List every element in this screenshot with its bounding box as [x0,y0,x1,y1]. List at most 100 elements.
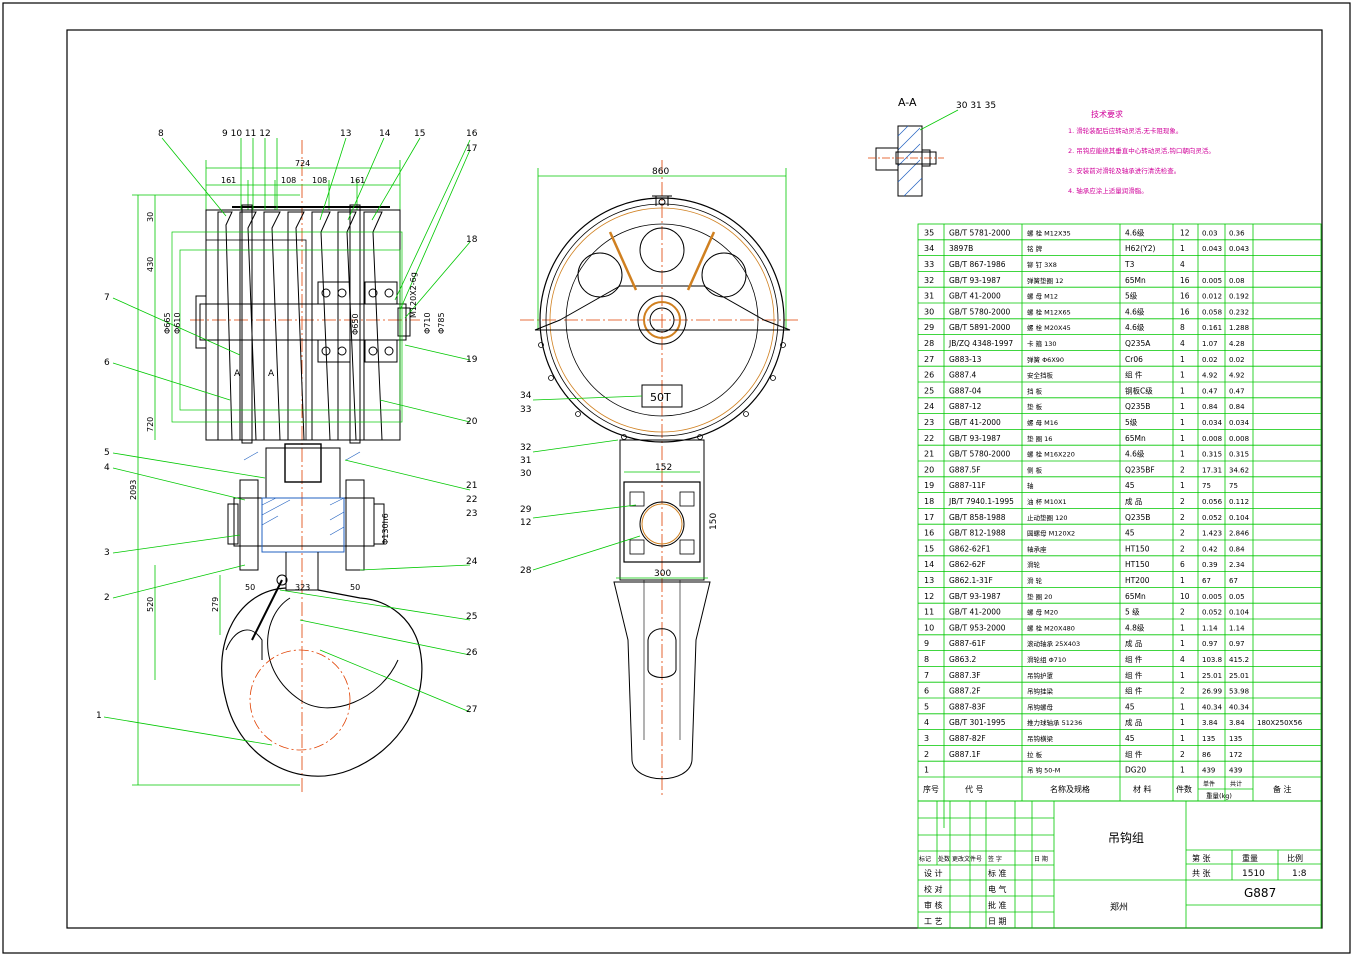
table-cell: 垫 圈 16 [1027,434,1052,443]
table-cell: 2.34 [1229,561,1245,569]
callout-5: 5 [104,448,110,458]
callout-18: 18 [466,235,478,245]
table-cell: 2 [1180,608,1185,617]
callout-26: 26 [466,648,478,658]
table-cell: 螺 栓 M20X45 [1027,323,1071,332]
table-cell: 挡 板 [1027,386,1043,395]
header-code: 代 号 [965,784,984,794]
table-cell: 4.6级 [1125,322,1145,332]
table-cell: T3 [1124,260,1135,269]
header-name: 名称及规格 [1050,784,1090,794]
table-cell: 0.47 [1229,387,1245,395]
table-cell: 1 [1180,766,1185,775]
dim-152: 152 [655,463,672,473]
callout-28: 28 [520,566,532,576]
total-label: 共 张 [1192,869,1211,878]
side-view [132,140,423,795]
table-cell: G862.1-31F [949,576,993,585]
scale-label: 比例 [1287,853,1303,863]
table-cell: 65Mn [1125,434,1146,443]
callout-27: 27 [466,705,477,715]
callout-9-12: 9 10 11 12 [222,129,271,139]
table-cell: 组 件 [1125,686,1143,696]
table-cell: GB/T 953-2000 [949,623,1006,632]
table-cell: 组 件 [1125,670,1143,680]
section-mark-a2: A [268,369,275,379]
table-cell: G887.1F [949,750,981,759]
table-cell: 8 [924,655,929,664]
table-cell: 15 [924,544,934,553]
table-cell: 1 [1180,576,1185,585]
table-cell: 4.28 [1229,340,1245,348]
sign-h-1: 处数 [938,855,950,863]
callout-25: 25 [466,612,477,622]
table-cell: HT150 [1125,544,1150,553]
table-cell: 67 [1202,577,1211,585]
table-cell: GB/T 93-1987 [949,276,1001,285]
dim-m120: M120X2-6g [409,272,418,318]
dim-860: 860 [652,167,669,177]
table-cell: 铆 钉 3X8 [1027,260,1057,269]
table-cell: GB/T 858-1988 [949,513,1006,522]
table-cell: G887-61F [949,639,986,648]
header-seq: 序号 [923,784,939,794]
table-cell: 0.315 [1202,451,1222,459]
section-aa-label: A-A [898,96,917,109]
table-cell: 3.84 [1229,719,1245,727]
header-qty: 件数 [1176,784,1192,794]
table-cell: 组 件 [1125,370,1143,380]
table-cell: 135 [1202,735,1215,743]
table-cell: 2 [1180,497,1185,506]
table-cell: 45 [1125,481,1135,490]
table-cell: HT200 [1125,576,1150,585]
table-cell: 67 [1229,577,1238,585]
title-block: 吊钩组 郑州 第 张 重量 比例 共 张 1510 1:8 G887 标记 处数… [919,831,1307,926]
table-cell: 弹簧 Φ6X90 [1027,355,1064,364]
callout-7: 7 [104,293,110,303]
table-cell: 螺 栓 M16X220 [1027,450,1075,459]
table-cell: 0.05 [1229,593,1245,601]
table-cell: GB/T 812-1988 [949,529,1006,538]
table-cell: 22 [924,434,934,443]
table-cell: GB/T 867-1986 [949,260,1006,269]
table-cell: 2 [1180,750,1185,759]
table-cell: GB/T 41-2000 [949,608,1001,617]
dim-phi710: Φ710 [423,312,432,334]
table-cell: Cr06 [1125,355,1143,364]
table-cell: 2 [1180,544,1185,553]
sign-r3-role: 工 艺 [924,917,943,926]
table-cell: 0.84 [1229,545,1245,553]
callout-23: 23 [466,509,477,519]
callout-34: 34 [520,391,532,401]
table-cell: 滑轮组 Φ710 [1027,655,1066,664]
dim-520: 520 [146,597,155,612]
header-total-w: 共计 [1230,780,1242,788]
sign-r3-role2: 日 期 [988,917,1007,926]
dim-2093: 2093 [129,480,138,500]
table-cell: 2.846 [1229,530,1250,538]
table-cell: 17 [924,513,934,522]
table-cell: 成 品 [1125,496,1142,506]
sign-h-2: 更改文件号 [952,855,982,863]
table-cell: G862-62F1 [949,544,991,553]
table-cell: 0.008 [1229,435,1249,443]
table-cell: 18 [924,497,934,506]
table-cell: 25 [924,386,934,395]
table-cell: 75 [1202,482,1211,490]
table-cell: G887.3F [949,671,981,680]
label-box-50t: 50T [650,391,671,404]
table-cell: 螺 栓 M12X65 [1027,307,1071,316]
table-cell: 螺 栓 M12X35 [1027,228,1071,237]
table-cell: 0.42 [1202,545,1218,553]
drawing-frame [66,29,1323,929]
table-cell: 16 [1180,307,1190,316]
table-cell: 成 品 [1125,717,1142,727]
table-cell: 2 [1180,529,1185,538]
dim-279: 279 [211,597,220,612]
table-cell: 4.92 [1229,372,1245,380]
sign-r0-role2: 标 准 [988,868,1007,878]
table-cell: 0.97 [1202,640,1218,648]
table-cell: 1 [1180,418,1185,427]
table-cell: 1.288 [1229,324,1249,332]
weight-value: 1510 [1242,869,1265,879]
